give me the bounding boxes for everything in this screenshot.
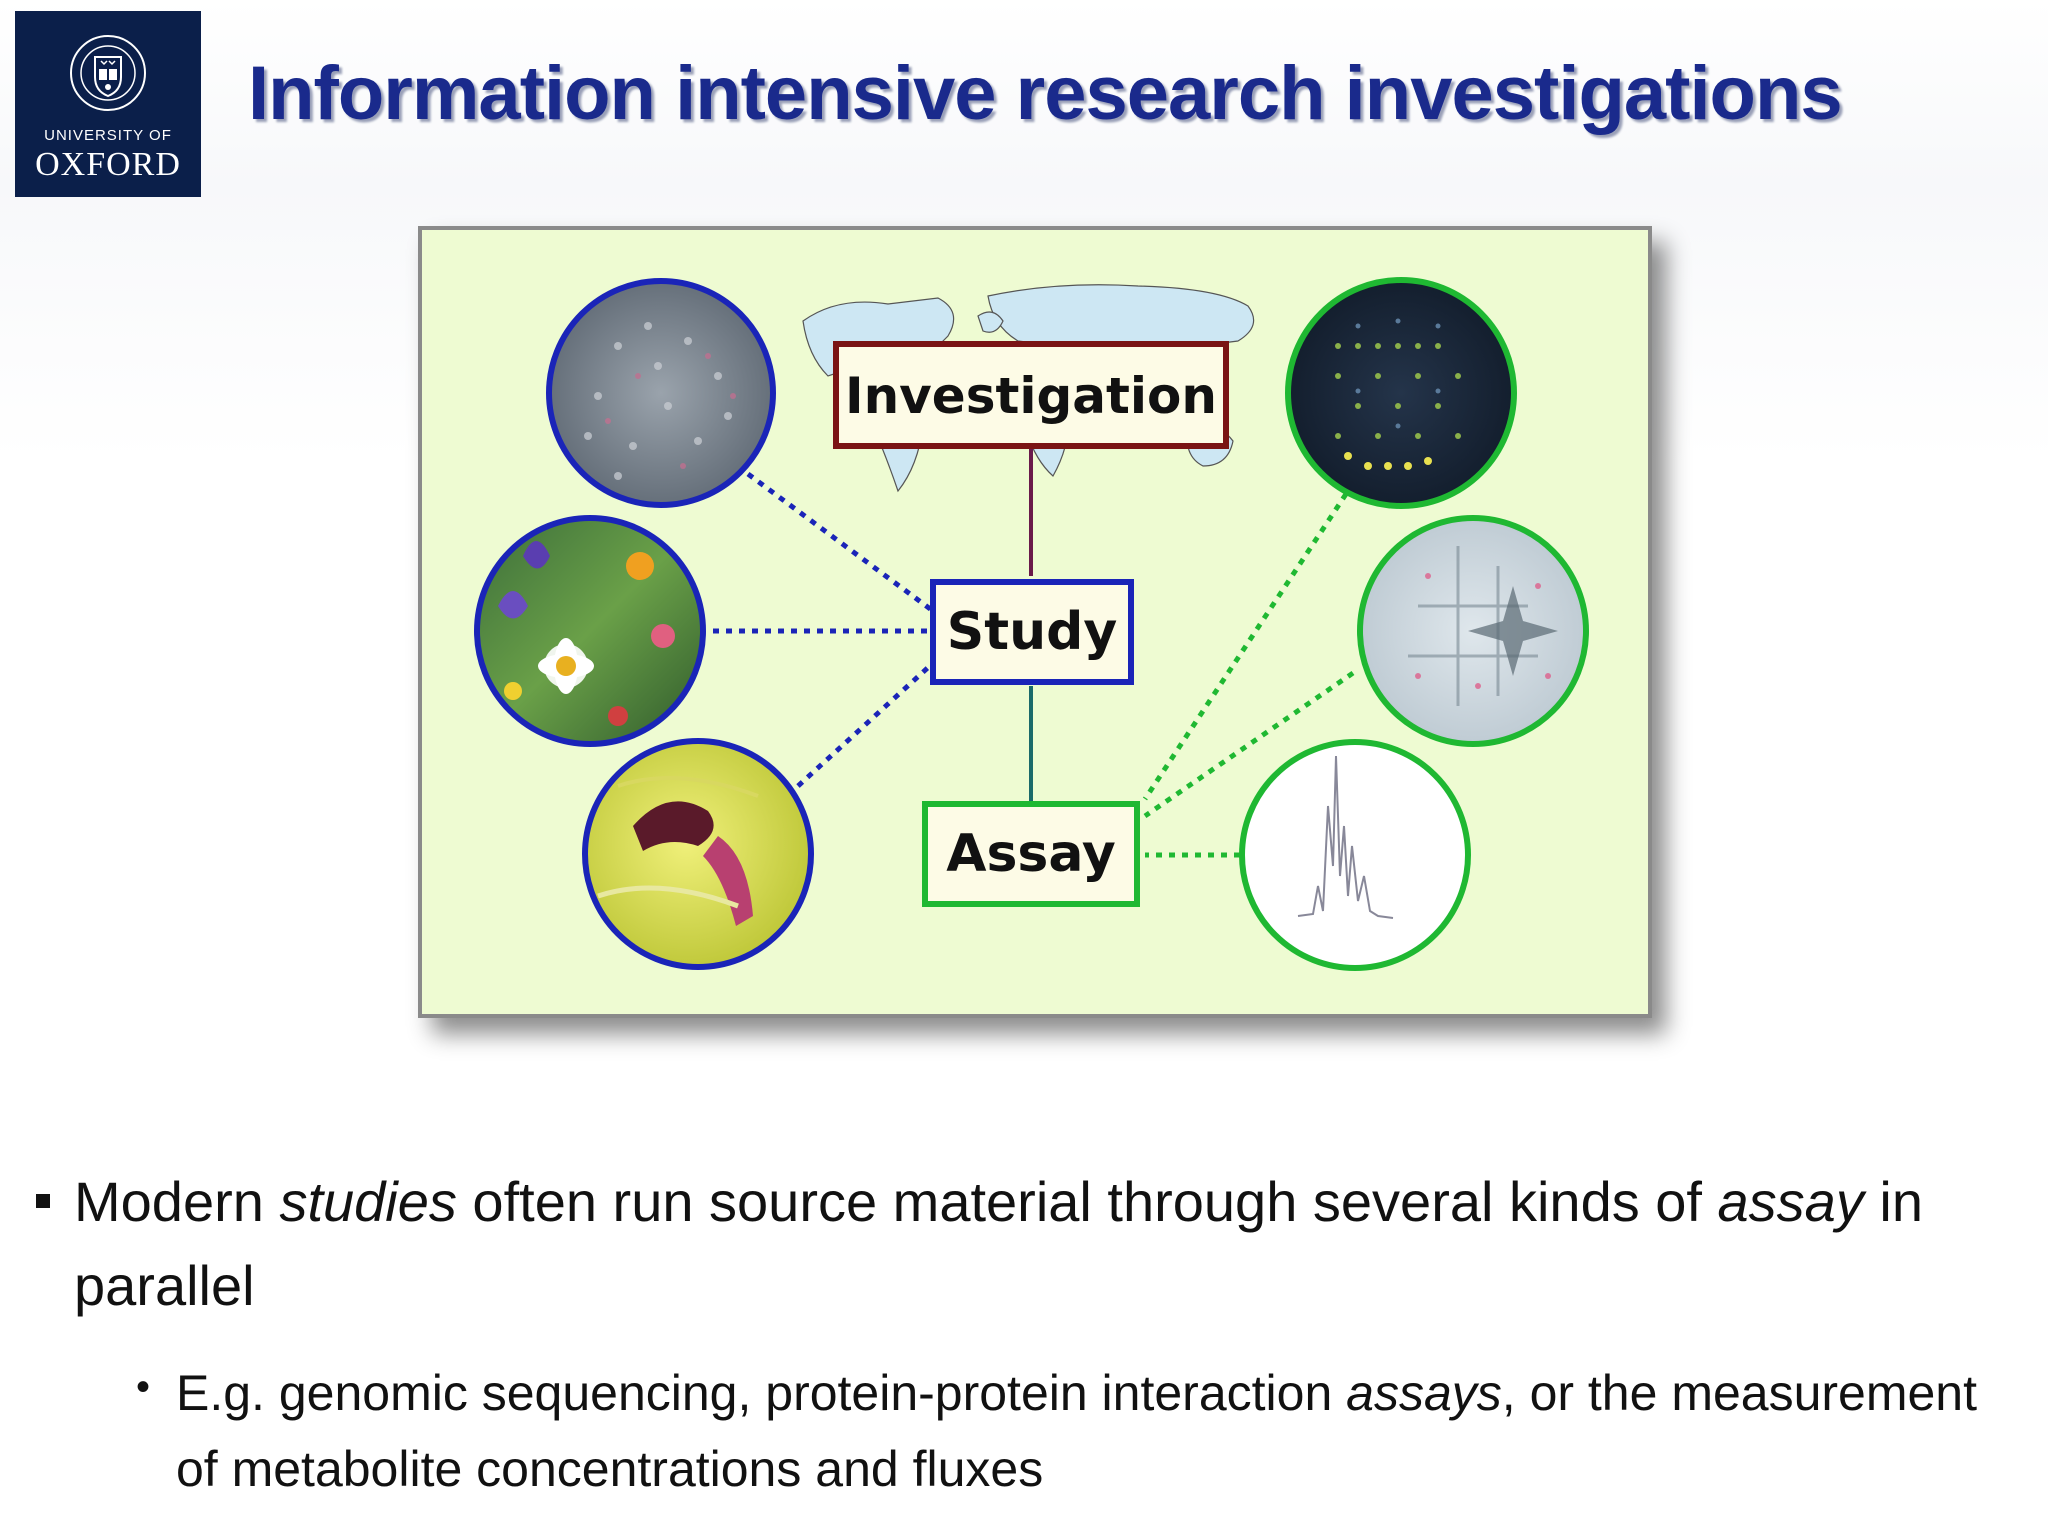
assay-connectors: [1142, 492, 1355, 858]
investigation-node: Investigation: [833, 341, 1229, 449]
investigation-label: Investigation: [845, 367, 1217, 425]
bullet-item-1: Modern studies often run source material…: [74, 1160, 2014, 1328]
study-node: Study: [930, 579, 1134, 685]
bullet-1-text-a: Modern: [74, 1170, 280, 1233]
bullet-marker-dot: •: [136, 1365, 151, 1409]
bullet-1-1-text-b: , or the measurement of metabolite conce…: [176, 1365, 1978, 1497]
gel-spots-photo-circle: [1357, 515, 1589, 747]
microarray-photo-circle: [1285, 277, 1517, 509]
bullet-item-1-1: E.g. genomic sequencing, protein-protein…: [176, 1355, 2016, 1507]
wildflowers-photo-circle: [474, 515, 706, 747]
study-label: Study: [947, 602, 1117, 662]
isa-diagram-panel: Investigation Study Assay: [418, 226, 1652, 1018]
slide-title: Information intensive research investiga…: [248, 51, 1843, 136]
bullet-1-1-text-a: E.g. genomic sequencing, protein-protein…: [176, 1365, 1347, 1421]
bullet-1-text-b: often run source material through severa…: [456, 1170, 1718, 1233]
oxford-crest-icon: [70, 35, 146, 111]
logo-text-oxford: OXFORD: [35, 146, 181, 183]
assay-label: Assay: [946, 824, 1116, 884]
microbe-photo-circle: [582, 738, 814, 970]
crowd-photo-circle: [546, 278, 776, 508]
source-connectors: [713, 471, 935, 788]
bullet-marker-square: [36, 1194, 50, 1208]
bullet-1-text-c: in parallel: [74, 1170, 1923, 1317]
bullet-1-text-studies: studies: [279, 1170, 457, 1233]
spectrum-plot-circle: [1239, 739, 1471, 971]
logo-text-small: UNIVERSITY OF: [44, 127, 172, 144]
bullet-1-1-text-assays: assays: [1346, 1365, 1502, 1421]
assay-node: Assay: [922, 801, 1140, 907]
bullet-1-text-assay: assay: [1717, 1170, 1864, 1233]
university-logo: UNIVERSITY OF OXFORD: [15, 11, 201, 197]
isa-diagram: Investigation Study Assay: [418, 226, 1652, 1018]
